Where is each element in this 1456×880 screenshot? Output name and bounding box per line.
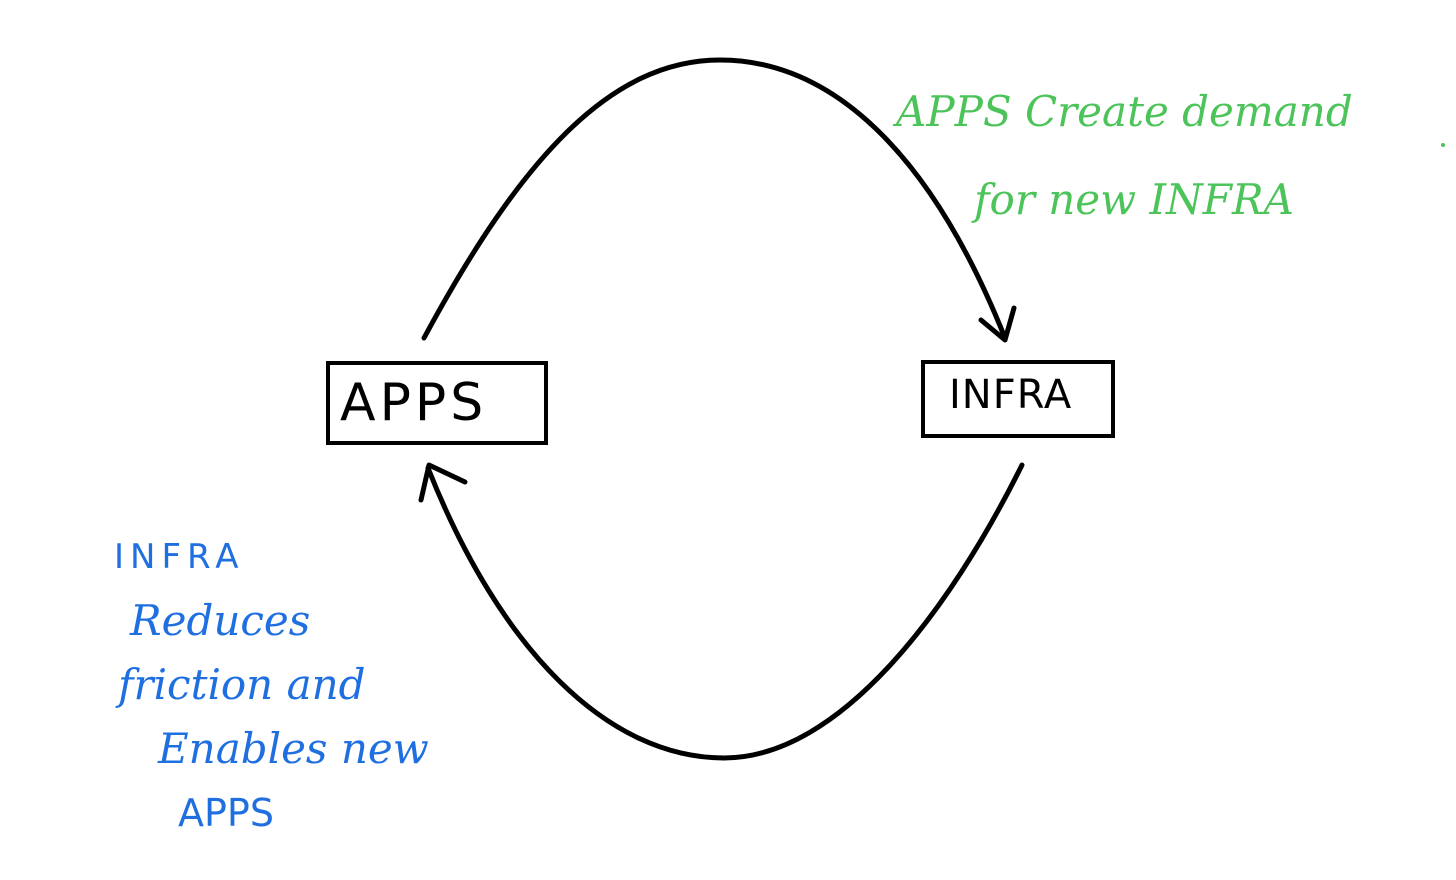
apps-box: APPS — [326, 361, 548, 445]
infra-reduces-friction-note: INFRA Reduces friction and Enables new A… — [114, 525, 429, 845]
arrow-infra-to-apps — [425, 462, 1025, 761]
blue-note-line-3: friction and — [118, 660, 366, 709]
green-note-line-1: APPS Create demand — [896, 87, 1353, 136]
infra-box: INFRA — [921, 360, 1115, 438]
apps-box-label: APPS — [340, 373, 488, 433]
arrow-apps-to-infra — [421, 57, 1008, 341]
arrowhead-apps — [418, 462, 468, 503]
infra-box-label: INFRA — [949, 372, 1073, 418]
arrowhead-infra — [978, 305, 1017, 343]
blue-note-line-4: Enables new — [158, 724, 429, 773]
stray-dot — [1441, 143, 1445, 147]
blue-note-line-1: INFRA — [114, 537, 245, 577]
green-note-line-2: for new INFRA — [974, 175, 1294, 224]
blue-note-line-5: APPS — [178, 791, 274, 835]
apps-create-demand-note: APPS Create demand for new INFRA — [896, 68, 1353, 244]
blue-note-line-2: Reduces — [130, 596, 311, 645]
